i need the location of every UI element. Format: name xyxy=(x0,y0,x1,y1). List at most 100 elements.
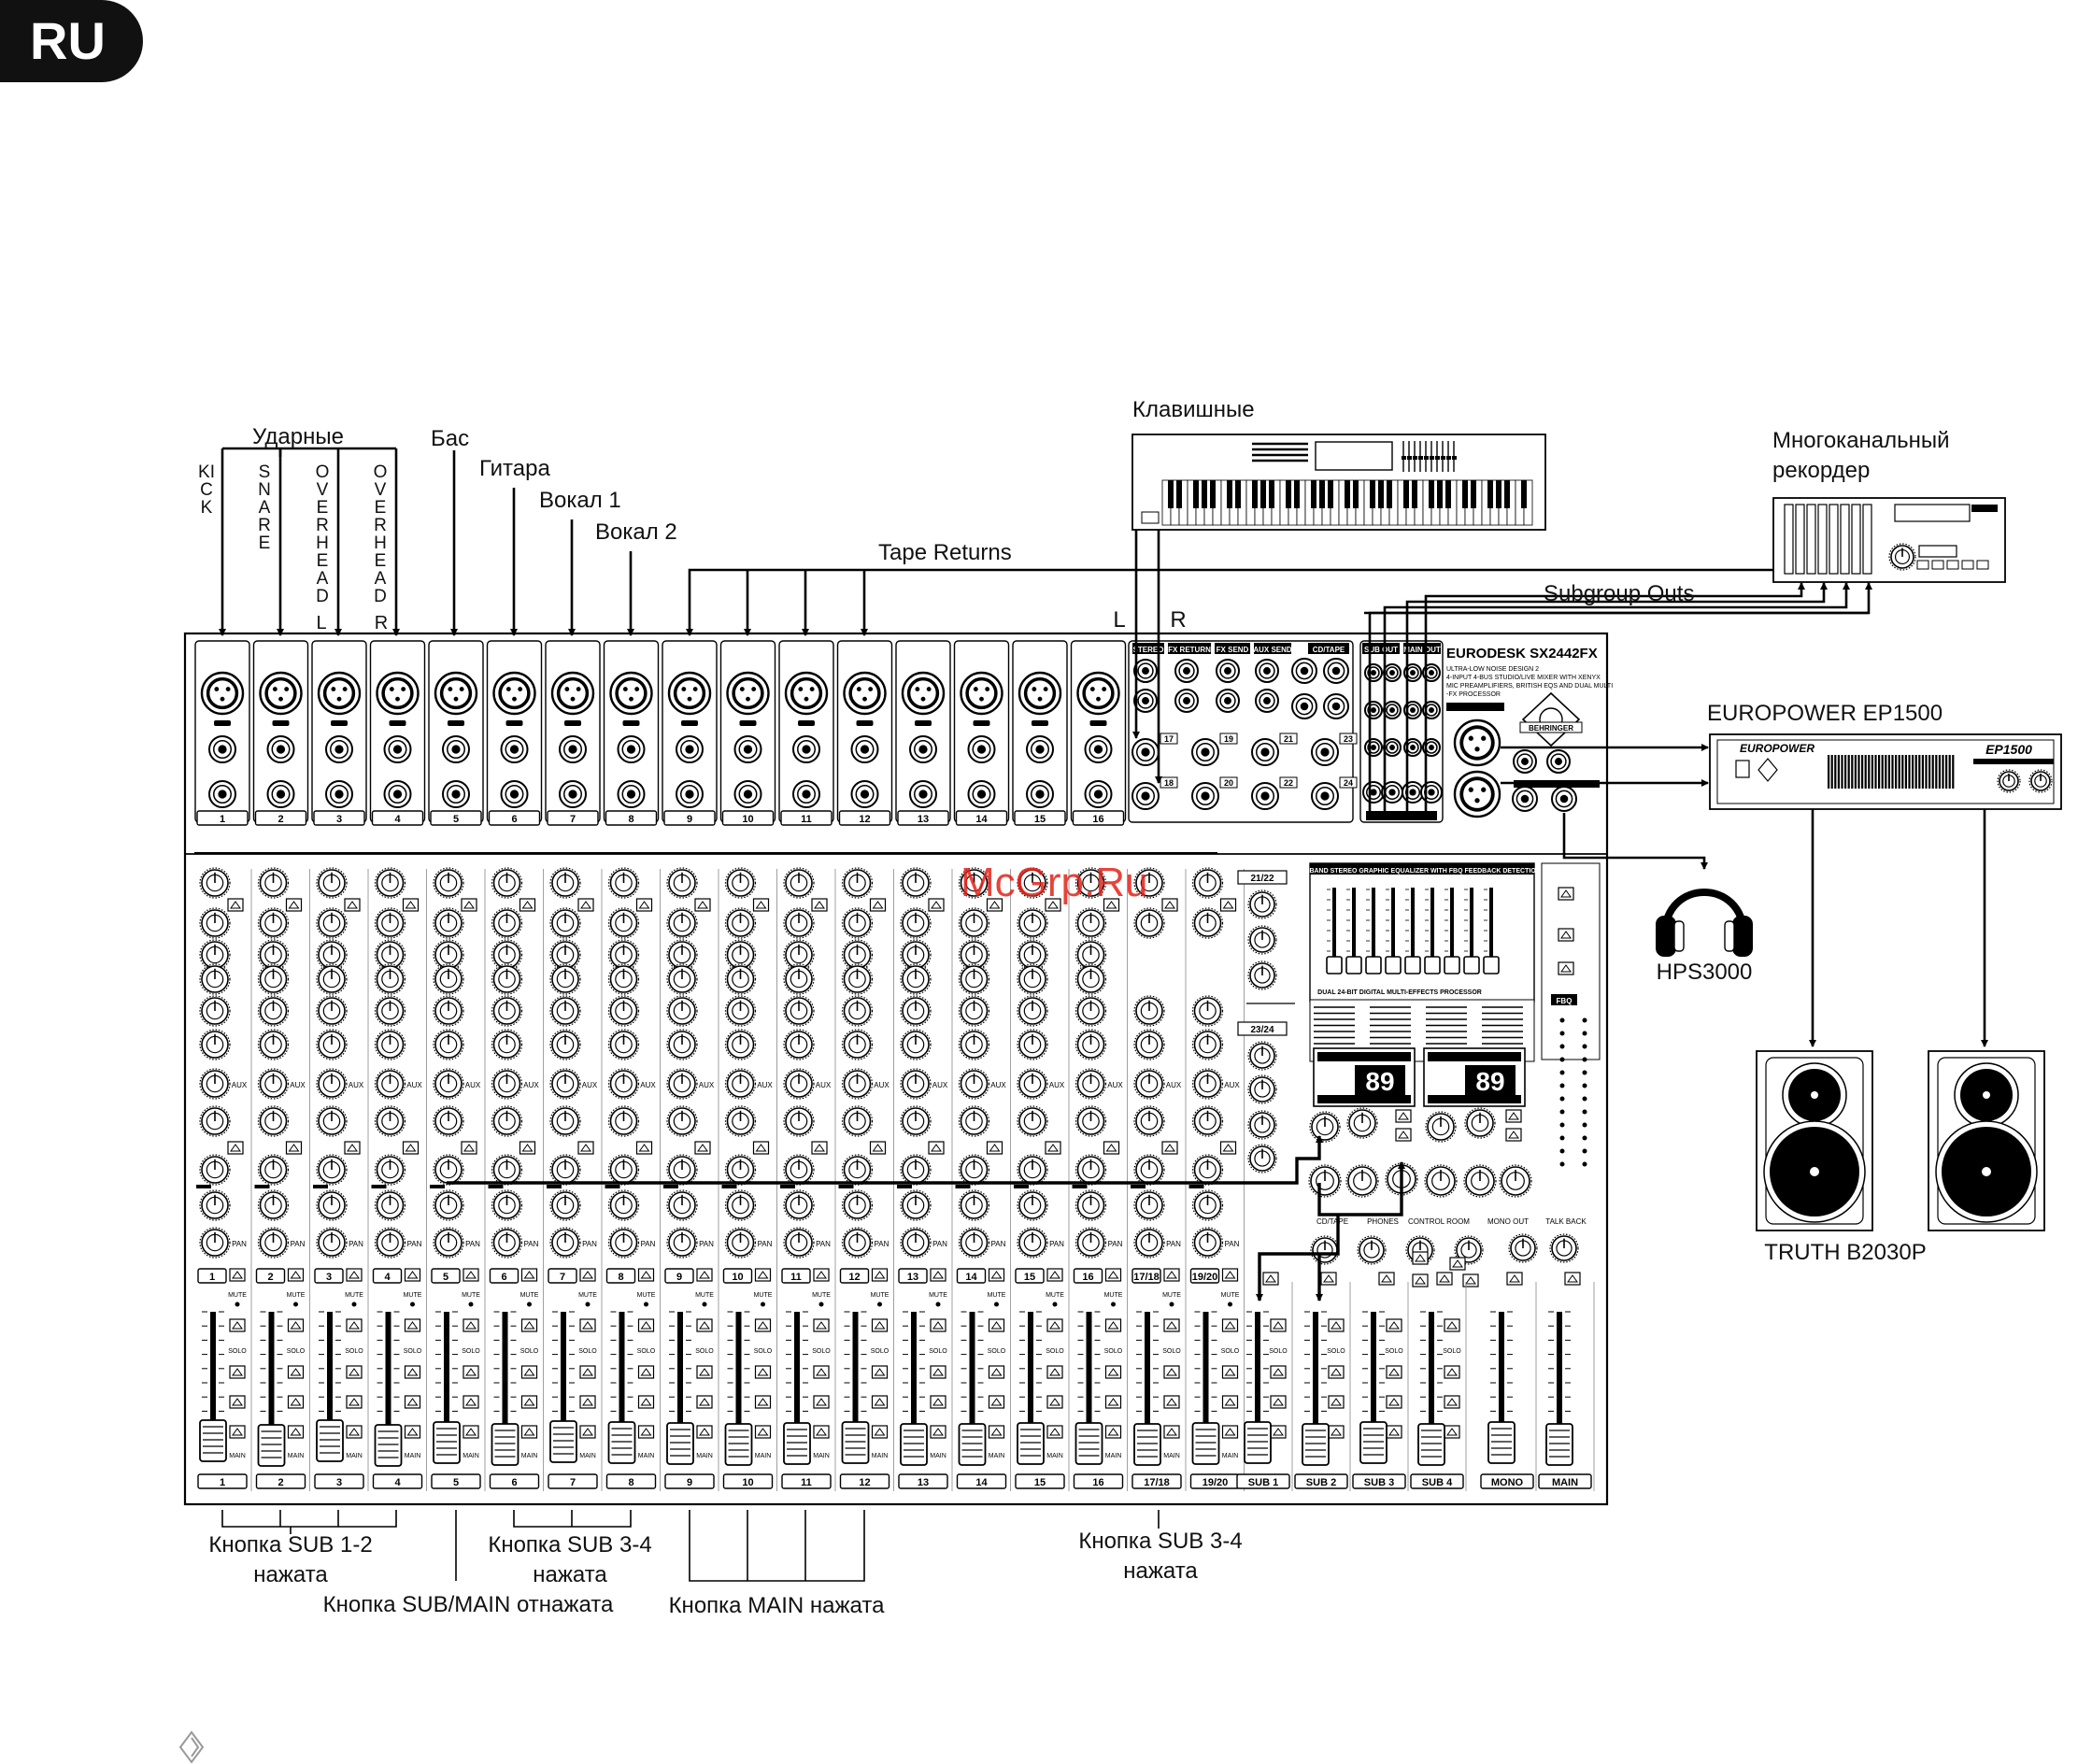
strip-knob-icon xyxy=(199,1105,231,1137)
insert-jack-icon xyxy=(1084,735,1113,763)
master-button xyxy=(1436,1272,1453,1286)
level-led xyxy=(1559,1161,1565,1167)
strip-knob-icon xyxy=(316,1029,348,1060)
input-number-11: 11 xyxy=(780,810,833,826)
black-key xyxy=(1319,480,1325,508)
mute-button xyxy=(988,1268,1005,1282)
amp-gain-knob-icon xyxy=(2028,769,2053,793)
strip-knob-icon xyxy=(666,1189,698,1221)
return-jack-icon xyxy=(1133,659,1158,683)
strip-knob-icon xyxy=(607,939,640,971)
black-key xyxy=(1521,480,1527,508)
strip-knob-icon xyxy=(433,995,464,1027)
strip-knob-icon xyxy=(1074,907,1107,939)
amp-vent xyxy=(1861,755,1864,789)
fx-button xyxy=(1395,1109,1412,1123)
sub-out-panel xyxy=(1359,640,1444,823)
recorder-button xyxy=(1946,560,1959,570)
master-routing-button xyxy=(1444,1365,1460,1379)
clip-led xyxy=(1052,1302,1058,1307)
insert-jack-icon xyxy=(850,735,879,763)
signal-led xyxy=(1089,720,1107,726)
strip-knob-icon xyxy=(841,939,874,971)
mute-button xyxy=(287,1268,305,1282)
return-jack-icon xyxy=(1255,659,1279,683)
strip-knob-icon xyxy=(783,1227,815,1259)
channel-number-text: 5 xyxy=(443,1272,448,1283)
line-in-jack-icon xyxy=(1026,780,1054,808)
eq-band-cap xyxy=(1424,956,1441,974)
routing-button xyxy=(1163,1395,1180,1409)
master-routing-button xyxy=(1270,1425,1287,1439)
keyboard-r-label: R xyxy=(1170,607,1187,633)
return-knob-icon xyxy=(1247,925,1277,955)
annotation-sub34-right-line2: нажата xyxy=(1123,1558,1198,1584)
mute-label: MUTE xyxy=(345,1292,363,1299)
strip-knob-icon xyxy=(257,995,290,1027)
channel-number-text: 4 xyxy=(394,1477,401,1488)
strip-mark xyxy=(1131,1185,1146,1188)
strip-mark xyxy=(313,1185,328,1188)
strip-knob-icon xyxy=(958,867,990,899)
black-key xyxy=(1345,480,1350,508)
signal-led xyxy=(389,720,406,726)
fader-cap xyxy=(374,1424,403,1467)
routing-button xyxy=(930,1365,946,1379)
strip-knob-icon xyxy=(607,1154,640,1186)
signal-led xyxy=(448,720,464,726)
stereo-number-box xyxy=(1339,776,1358,789)
channel-number-text: 6 xyxy=(511,814,517,825)
strip-mark xyxy=(371,1185,387,1188)
sub-out-jack-icon xyxy=(1422,701,1441,719)
fader-number-box: 6 xyxy=(489,1473,540,1489)
mute-button xyxy=(1104,1268,1122,1282)
strip-knob-icon xyxy=(199,1029,231,1060)
master-knob-icon xyxy=(1357,1235,1387,1265)
routing-button xyxy=(346,1365,363,1379)
channel-number-text: MONO xyxy=(1491,1477,1524,1488)
annotation-sub12-line1: Кнопка SUB 1-2 xyxy=(208,1532,373,1558)
channel-fader xyxy=(199,1311,227,1462)
routing-button xyxy=(1163,1365,1180,1379)
fader-cap xyxy=(1133,1423,1161,1466)
bracket-sub12 xyxy=(221,1510,397,1528)
strip-knob-icon xyxy=(549,1189,581,1221)
routing-button xyxy=(579,1365,596,1379)
channel-number-text: 13 xyxy=(918,1477,929,1488)
strip-knob-icon xyxy=(841,1189,874,1221)
routing-button xyxy=(229,1395,246,1409)
talkback-label: TALK BACK xyxy=(1545,1217,1587,1226)
line-in-jack-icon xyxy=(383,780,412,808)
pre-button xyxy=(1161,1141,1178,1155)
strip-knob-icon xyxy=(1017,995,1048,1027)
eq-button xyxy=(694,898,711,912)
master-routing-button xyxy=(1386,1395,1402,1409)
strip-knob-icon xyxy=(316,1189,348,1221)
strip-knob-icon xyxy=(607,1227,640,1259)
strip-knob-icon xyxy=(549,1105,581,1137)
amp-vent xyxy=(1841,755,1843,789)
routing-button xyxy=(346,1318,363,1332)
fader-cap xyxy=(666,1422,694,1465)
clip-led xyxy=(1169,1302,1174,1307)
solo-label: SOLO xyxy=(1269,1348,1288,1355)
master-knob-icon xyxy=(1424,1164,1458,1198)
insert-jack-icon xyxy=(909,735,937,763)
black-key xyxy=(1202,480,1207,508)
solo-label: SOLO xyxy=(695,1348,714,1355)
annotation-sub34-left-line2: нажата xyxy=(533,1562,607,1587)
annotation-sub12-line2: нажата xyxy=(253,1562,328,1587)
amp-vent xyxy=(1914,755,1917,789)
strip-knob-icon xyxy=(1191,1154,1224,1186)
channel-number-text: 5 xyxy=(453,814,459,825)
strip-knob-icon xyxy=(1017,907,1048,939)
fbq-label-box xyxy=(1551,994,1577,1005)
stereo-input-number: 22 xyxy=(1284,778,1293,788)
strip-knob-icon xyxy=(1017,1227,1048,1259)
strip-mark xyxy=(488,1185,504,1188)
